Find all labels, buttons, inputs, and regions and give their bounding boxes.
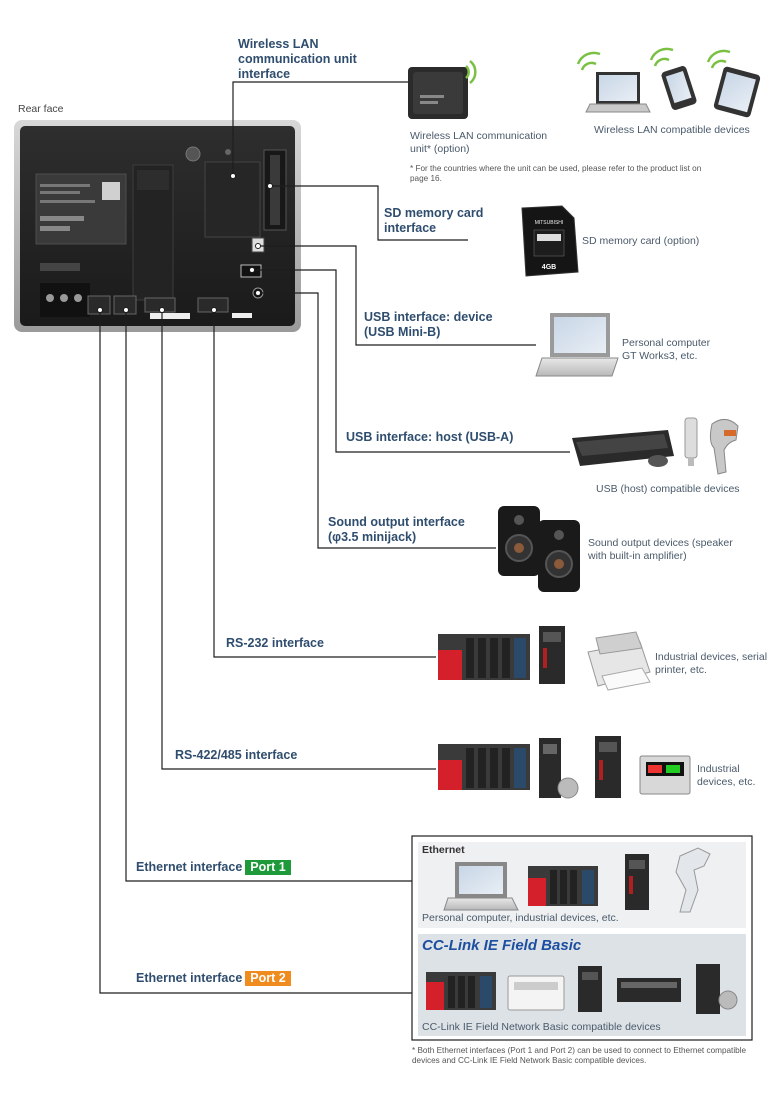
connection-dots bbox=[97, 173, 273, 313]
line-wireless bbox=[232, 81, 408, 176]
line-rs422 bbox=[161, 310, 436, 770]
ethernet-devices-image bbox=[443, 847, 711, 913]
line-rs232 bbox=[213, 310, 436, 658]
wireless-unit-caption: Wireless LAN communication unit* (option… bbox=[410, 130, 548, 155]
sound-devices-caption: Sound output devices (speaker with built… bbox=[588, 537, 733, 562]
usb-host-interface-label: USB interface: host (USB-A) bbox=[346, 430, 514, 444]
wireless-devices-image bbox=[576, 47, 761, 118]
wireless-lan-interface-label: Wireless LAN communication unit interfac… bbox=[238, 37, 357, 81]
ethernet-port-2 bbox=[87, 295, 111, 315]
ethernet-panel-caption: Personal computer, industrial devices, e… bbox=[422, 912, 619, 924]
rs232-devices-caption: Industrial devices, serial printer, etc. bbox=[655, 651, 768, 676]
ethernet-port1-text: Ethernet interface bbox=[136, 860, 243, 874]
cclink-devices-image bbox=[426, 964, 738, 1014]
wireless-unit-note: * For the countries where the unit can b… bbox=[410, 164, 702, 183]
cclink-logo: CC-Link IE Field Basic bbox=[422, 937, 582, 954]
rear-face-label: Rear face bbox=[18, 103, 64, 115]
line-sd-card bbox=[270, 185, 468, 241]
ethernet-port-1 bbox=[113, 295, 137, 315]
sd-card-interface-label: SD memory card interface bbox=[384, 206, 484, 235]
pc-caption: Personal computer GT Works3, etc. bbox=[622, 337, 711, 362]
port2-badge: Port 2 bbox=[245, 971, 291, 986]
got-rear-face bbox=[14, 120, 301, 332]
screw bbox=[185, 146, 201, 162]
rs422-devices-image bbox=[438, 736, 691, 799]
wireless-devices-caption: Wireless LAN compatible devices bbox=[594, 124, 750, 136]
qr-code bbox=[102, 182, 120, 200]
line-sound bbox=[258, 292, 496, 549]
line-usb-device bbox=[258, 245, 536, 346]
ethernet-port2-text: Ethernet interface bbox=[136, 971, 243, 985]
cclink-panel-caption: CC-Link IE Field Network Basic compatibl… bbox=[422, 1021, 661, 1033]
rs422-interface-label: RS-422/485 interface bbox=[175, 748, 298, 762]
sd-card-caption: SD memory card (option) bbox=[582, 235, 700, 247]
line-usb-host bbox=[252, 269, 570, 453]
speakers-image bbox=[498, 506, 580, 592]
connection-lines bbox=[99, 81, 570, 994]
usb-host-devices-image bbox=[572, 417, 739, 475]
ethernet-panel-title: Ethernet bbox=[422, 844, 465, 856]
ethernet-footnote: * Both Ethernet interfaces (Port 1 and P… bbox=[412, 1046, 747, 1065]
sound-interface-label: Sound output interface (φ3.5 minijack) bbox=[328, 515, 465, 544]
line-ethernet-2 bbox=[99, 310, 412, 994]
sd-card-size: 4GB bbox=[542, 264, 556, 271]
sd-card-image: MITSUBISHI 4GB bbox=[521, 205, 579, 277]
rs232-devices-image bbox=[438, 626, 651, 691]
usb-device-interface-label: USB interface: device (USB Mini-B) bbox=[364, 310, 493, 339]
rs422-devices-caption: Industrial devices, etc. bbox=[697, 763, 756, 788]
sd-card-brand: MITSUBISHI bbox=[535, 220, 564, 226]
rs232-interface-label: RS-232 interface bbox=[226, 636, 324, 650]
wireless-lan-unit-image bbox=[408, 60, 477, 119]
personal-computer-image bbox=[535, 313, 619, 377]
usb-host-devices-caption: USB (host) compatible devices bbox=[596, 483, 740, 495]
port1-badge: Port 1 bbox=[245, 860, 291, 875]
line-ethernet-1 bbox=[125, 310, 412, 882]
